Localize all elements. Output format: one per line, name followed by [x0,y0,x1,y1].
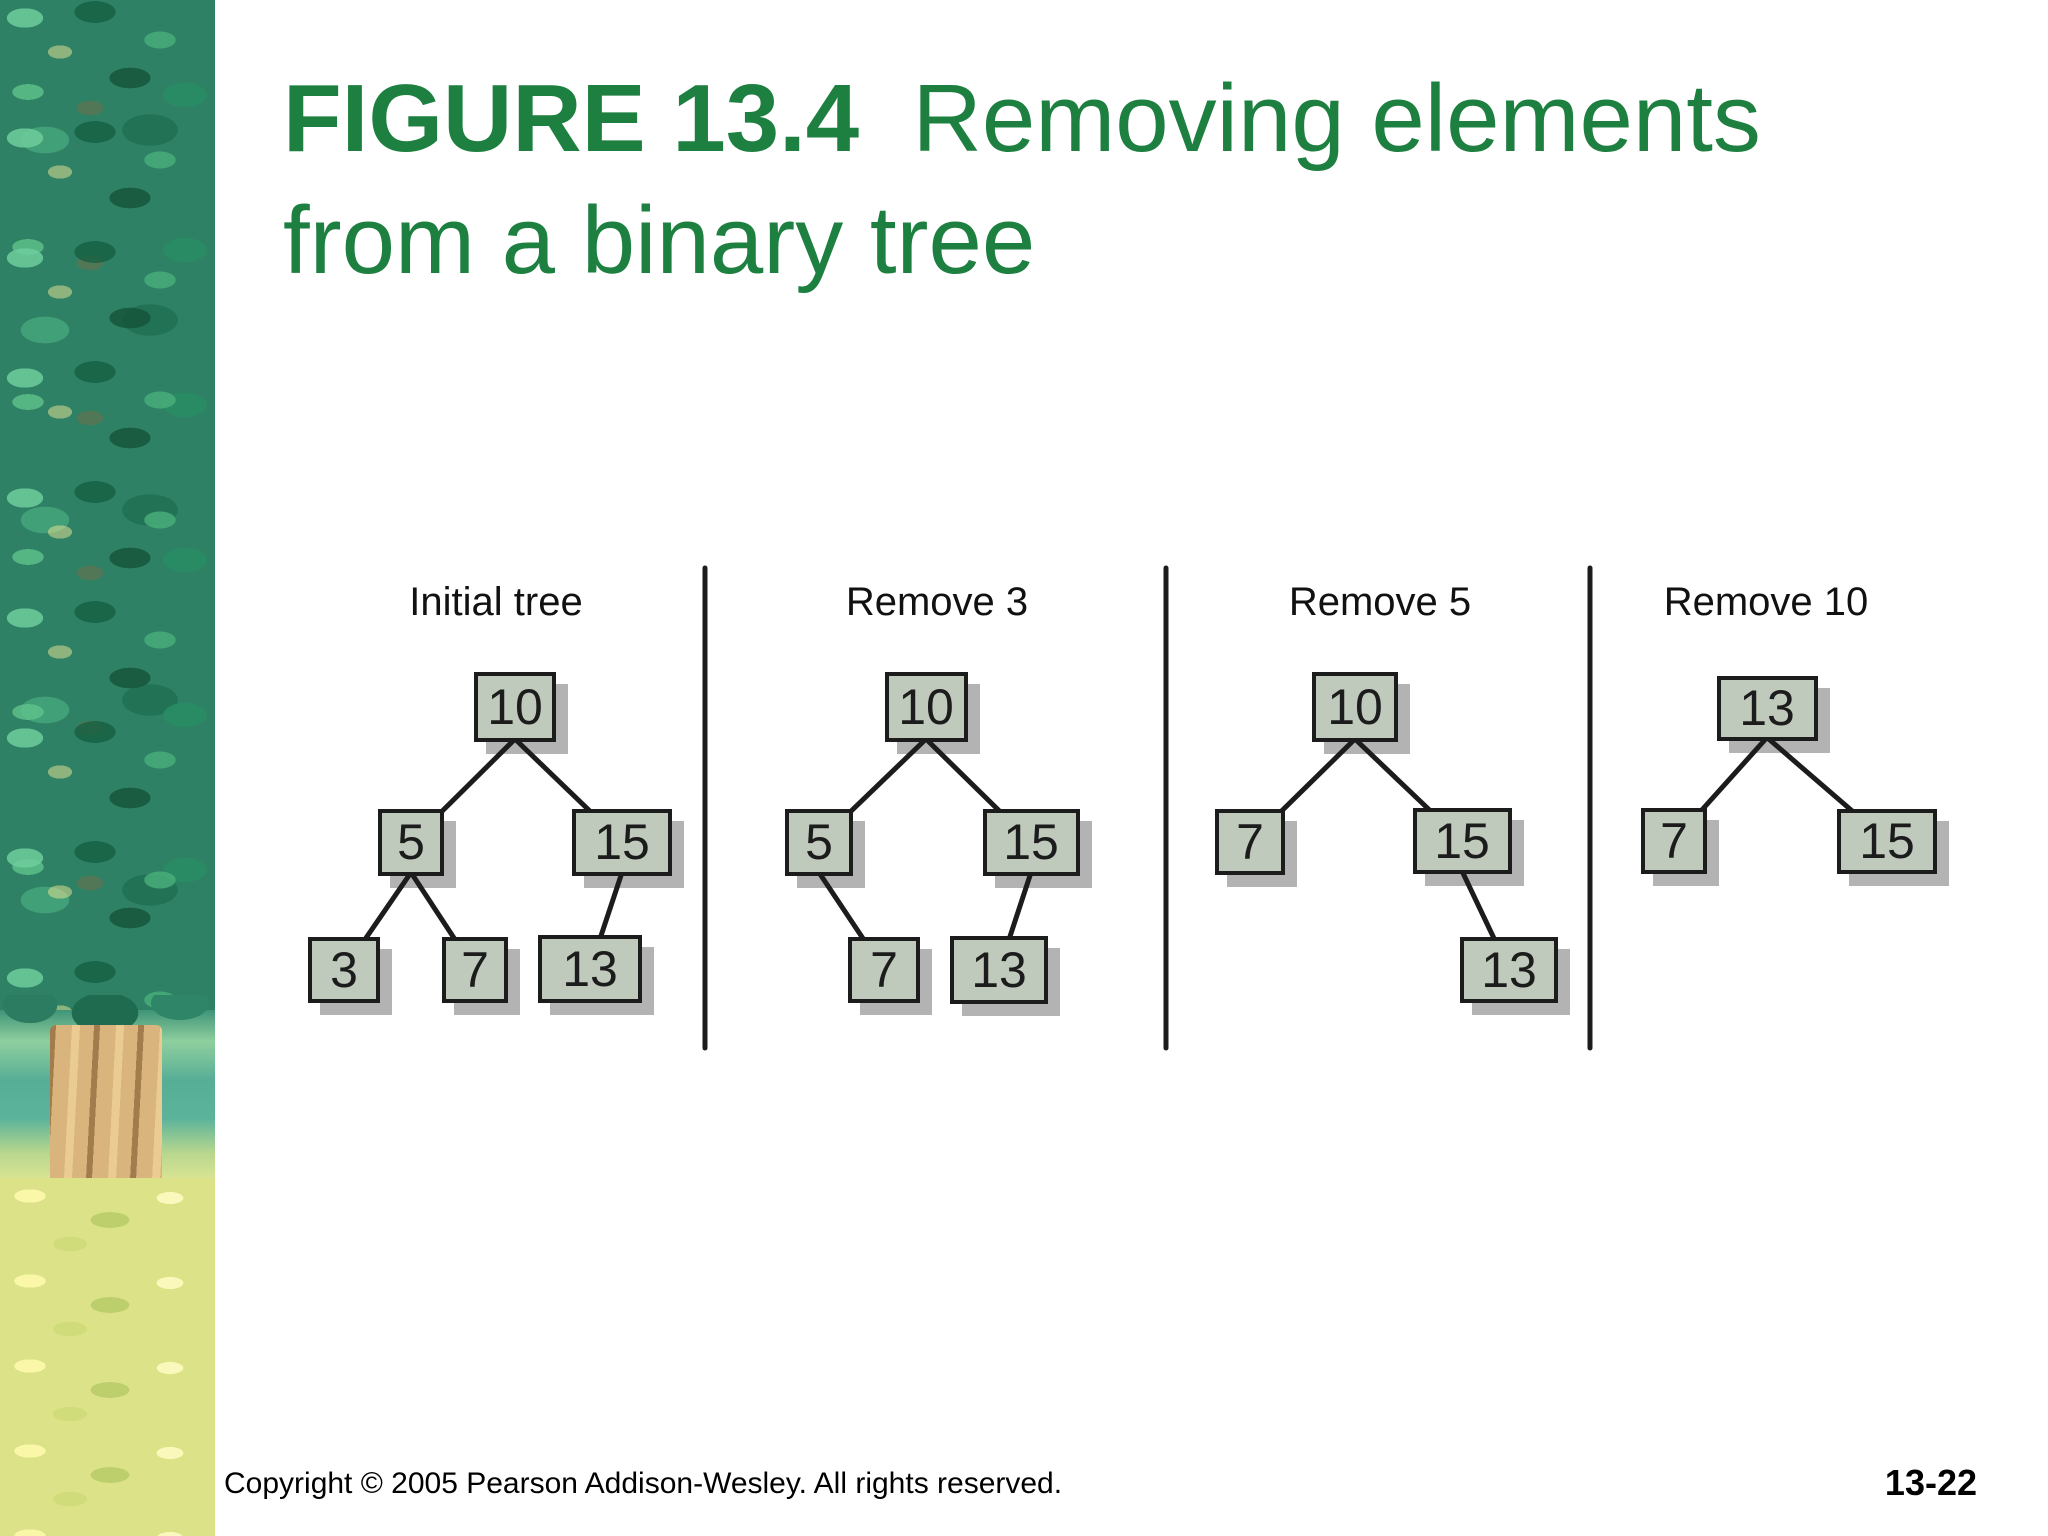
panel-label-1: Initial tree [409,580,583,624]
page-number: 13-22 [1884,1462,1977,1503]
page-title: FIGURE 13.4 Removing elements from a bin… [283,58,1843,302]
grass-texture [0,1178,215,1536]
tree-node-7: 7 [1215,809,1285,875]
panel-label-2: Remove 3 [845,580,1029,624]
tree-node-13: 13 [1716,675,1818,741]
tree-node-7: 7 [442,937,508,1003]
panel-label-4: Remove 10 [1663,580,1869,624]
tree-painting-sidebar [0,0,215,1536]
tree-node-10: 10 [474,672,556,742]
tree-node-13: 13 [538,935,642,1003]
foliage-texture [0,0,215,1015]
tree-node-7: 7 [848,937,920,1003]
tree-node-7: 7 [1641,808,1707,874]
tree-node-15: 15 [572,808,672,876]
tree-node-5: 5 [378,808,444,876]
tree-node-10: 10 [884,672,968,742]
tree-node-15: 15 [982,808,1080,876]
copyright-text: Copyright © 2005 Pearson Addison-Wesley.… [224,1467,1063,1500]
tree-trunk [50,1025,162,1193]
tree-node-15: 15 [1837,808,1937,874]
tree-node-10: 10 [1312,672,1398,742]
figure-number: FIGURE 13.4 [283,65,860,172]
tree-node-13: 13 [1460,937,1558,1003]
tree-node-3: 3 [308,937,380,1003]
tree-node-13: 13 [950,936,1048,1004]
figure-caption: Removing elements from a binary tree [283,65,1788,294]
panel-label-3: Remove 5 [1288,580,1472,624]
tree-node-5: 5 [785,808,853,876]
tree-node-15: 15 [1412,808,1512,874]
